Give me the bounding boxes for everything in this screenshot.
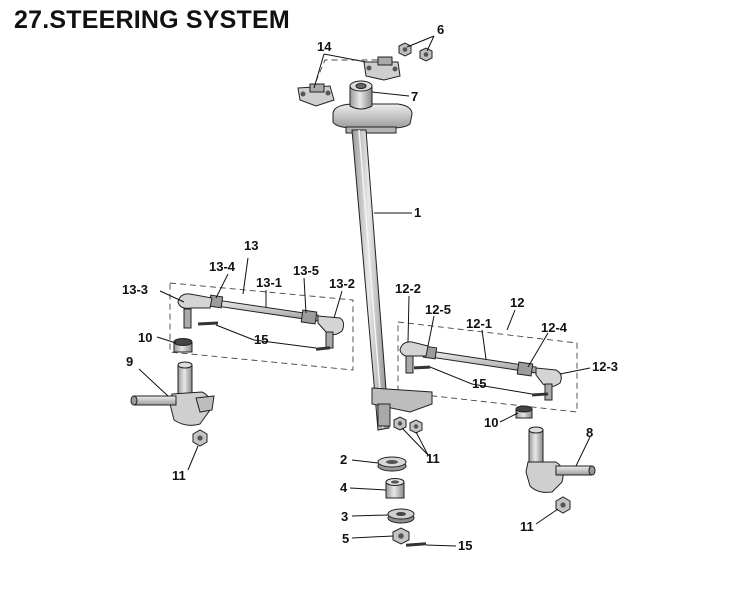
collar-left [173,338,193,353]
callout-15-left: 15 [254,332,268,347]
callout-10-right: 10 [484,415,498,430]
collar-right [515,405,533,419]
callout-6: 6 [437,22,444,37]
bushing-sleeve [385,478,405,499]
callout-13-2: 13-2 [329,276,355,291]
callout-10-left: 10 [138,330,152,345]
callout-12: 12 [510,295,524,310]
lock-nut-column-b [409,419,423,434]
callout-labels: 6 14 7 1 13 13-4 13-1 13-5 13-2 13-3 10 … [122,22,618,553]
steering-knuckle-right [525,426,596,493]
callout-1: 1 [414,205,421,220]
callout-12-3: 12-3 [592,359,618,374]
callout-2: 2 [340,452,347,467]
lock-nut-column-a [393,416,407,431]
steering-column [332,103,433,431]
tie-rod-left [177,293,345,349]
handlebar-holder-lower [297,83,335,107]
callout-13-1: 13-1 [256,275,282,290]
callout-11-left: 11 [172,468,186,483]
callout-15-bottom: 15 [458,538,472,553]
callout-11-right: 11 [520,519,534,534]
bearing [387,508,415,524]
callout-3: 3 [341,509,348,524]
cotter-pin-left [197,321,331,351]
handlebar-holder-upper [363,56,401,81]
leader-lines [138,35,591,547]
lock-nut-right [555,496,571,514]
callout-12-1: 12-1 [466,316,492,331]
callout-13-5: 13-5 [293,263,319,278]
nut-6a [398,42,412,57]
castle-nut [392,527,410,545]
callout-8: 8 [586,425,593,440]
callout-12-5: 12-5 [425,302,451,317]
callout-14: 14 [317,39,332,54]
cotter-pin-right [413,365,549,397]
tie-rod-left-boundary [169,282,354,371]
callout-4: 4 [340,480,348,495]
callout-15-right: 15 [472,376,486,391]
cotter-pin-bottom [405,542,427,547]
nut-6b [419,47,433,62]
callout-13-4: 13-4 [209,259,236,274]
callout-12-4: 12-4 [541,320,568,335]
callout-13-3: 13-3 [122,282,148,297]
callout-7: 7 [411,89,418,104]
callout-11-center: 11 [426,451,440,466]
callout-13: 13 [244,238,258,253]
tie-rod-right [399,341,562,401]
callout-5: 5 [342,531,349,546]
oil-seal [377,456,407,472]
callout-9: 9 [126,354,133,369]
steering-shaft-bushing [349,80,373,110]
page-title: 27.STEERING SYSTEM [14,6,290,34]
callout-12-2: 12-2 [395,281,421,296]
tie-rod-right-boundary [397,321,578,413]
steering-knuckle-left [130,361,215,426]
lock-nut-left [192,429,208,447]
